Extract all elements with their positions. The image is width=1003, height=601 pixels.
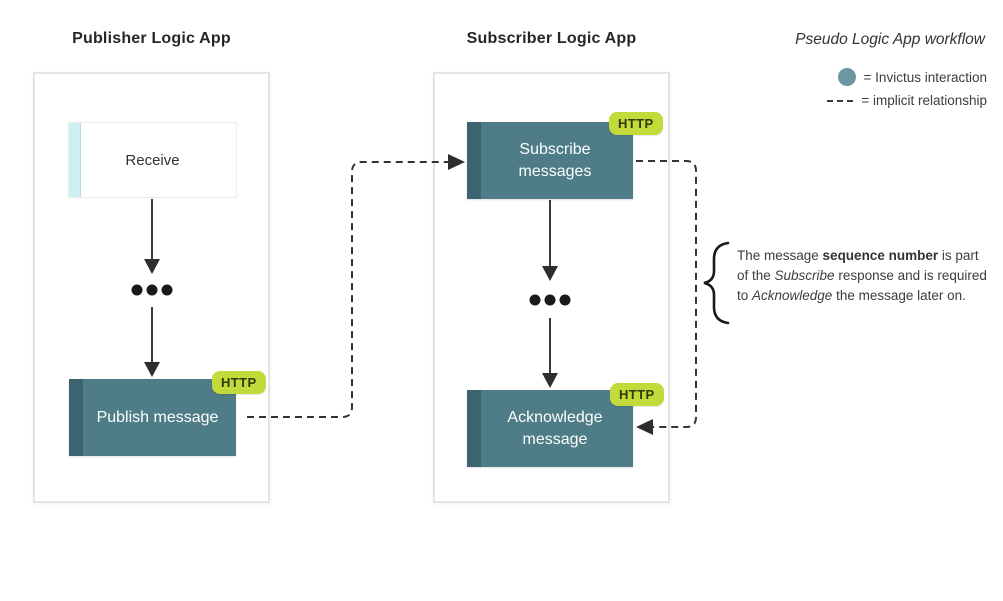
legend-invictus-label: = Invictus interaction bbox=[863, 69, 987, 85]
annotation-part1: The message bbox=[737, 248, 823, 263]
annotation-part4: the message later on. bbox=[832, 288, 966, 303]
acknowledge-http-badge: HTTP bbox=[610, 383, 664, 406]
annotation-italic-subscribe: Subscribe bbox=[774, 268, 835, 283]
legend-implicit-label: = implicit relationship bbox=[861, 93, 987, 108]
receive-box: Receive bbox=[68, 122, 237, 198]
annotation-brace bbox=[703, 241, 730, 325]
action-stripe bbox=[69, 379, 83, 456]
trigger-stripe bbox=[69, 123, 81, 197]
dashed-line-icon bbox=[827, 99, 854, 102]
annotation-part3: response and is required to bbox=[737, 268, 987, 303]
workflow-caption: Pseudo Logic App workflow bbox=[795, 31, 985, 48]
acknowledge-message-box: Acknowledge message bbox=[467, 390, 633, 467]
annotation-text: The message sequence number is part of t… bbox=[737, 246, 991, 306]
legend-row-invictus: = Invictus interaction bbox=[837, 68, 987, 86]
publish-message-box: Publish message bbox=[69, 379, 236, 456]
action-stripe bbox=[467, 390, 481, 467]
publish-message-label: Publish message bbox=[96, 408, 219, 426]
legend-row-implicit: = implicit relationship bbox=[827, 93, 987, 108]
subscribe-messages-label: Subscribe messages bbox=[518, 140, 592, 180]
subscribe-messages-box: Subscribe messages bbox=[467, 122, 633, 199]
legend: = Invictus interaction = implicit relati… bbox=[827, 68, 987, 108]
annotation-bold-sequence-number: sequence number bbox=[822, 248, 939, 263]
subscriber-title: Subscriber Logic App bbox=[466, 30, 637, 47]
publish-http-badge: HTTP bbox=[212, 371, 266, 394]
publisher-title: Publisher Logic App bbox=[72, 30, 231, 47]
annotation-part2: is part of the bbox=[737, 248, 979, 283]
subscribe-http-badge: HTTP bbox=[609, 112, 663, 135]
acknowledge-message-label: Acknowledge message bbox=[507, 408, 603, 448]
action-stripe bbox=[467, 122, 481, 199]
invictus-interaction-icon bbox=[837, 68, 856, 86]
receive-label: Receive bbox=[125, 151, 180, 169]
annotation-italic-acknowledge: Acknowledge bbox=[752, 288, 833, 303]
